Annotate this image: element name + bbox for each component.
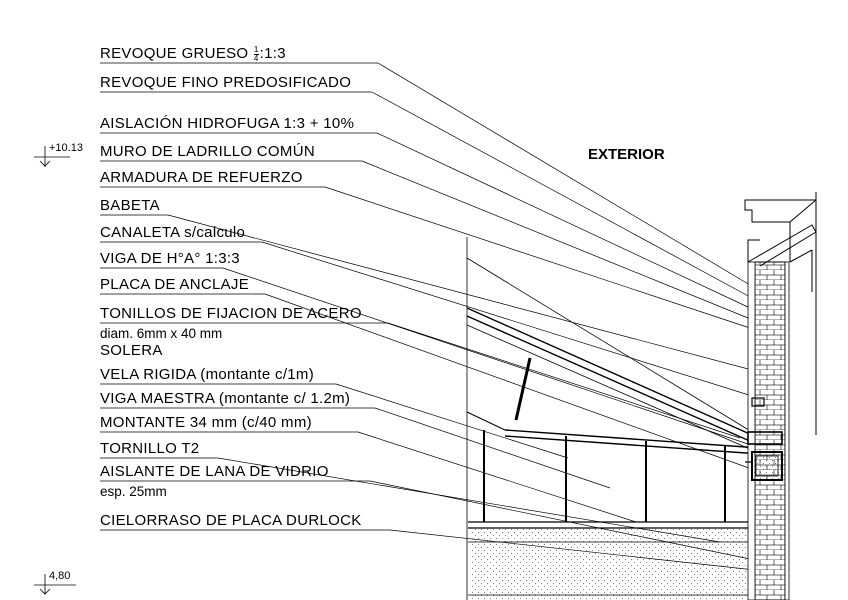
level-lower-text: 4,80 <box>49 570 71 582</box>
label-tornillos-fijacion: TONILLOS DE FIJACION DE ACERO <box>100 305 362 322</box>
ratio-fraction: 1 4 <box>253 44 259 63</box>
label-babeta: BABETA <box>100 197 160 214</box>
label-armadura-refuerzo: ARMADURA DE REFUERZO <box>100 169 303 186</box>
label-cielorraso: CIELORRASO DE PLACA DURLOCK <box>100 512 362 529</box>
label-revoque-fino: REVOQUE FINO PREDOSIFICADO <box>100 74 352 91</box>
label-viga-ha: VIGA DE H°A° 1:3:3 <box>100 250 240 267</box>
label-solera: SOLERA <box>100 342 163 359</box>
adjacent-building <box>744 192 817 435</box>
parapet-coping <box>747 224 817 292</box>
label-aislante-lana: AISLANTE DE LANA DE VIDRIO <box>100 463 329 480</box>
label-aislacion-hidrofuga: AISLACIÓN HIDROFUGA 1:3 + 10% <box>100 115 355 132</box>
label-canaleta: CANALETA s/calculo <box>100 224 246 241</box>
ceiling-fill <box>468 521 752 600</box>
label-vela-rigida: VELA RIGIDA (montante c/1m) <box>100 366 315 383</box>
roof-slope <box>466 257 753 451</box>
label-placa-anclaje: PLACA DE ANCLAJE <box>100 276 250 293</box>
level-marker-lower <box>34 574 76 595</box>
label-muro-ladrillo: MURO DE LADRILLO COMÚN <box>100 143 315 160</box>
roof-structure <box>466 357 761 522</box>
label-tornillos-diam: diam. 6mm x 40 mm <box>100 326 223 341</box>
brick-wall <box>747 261 790 600</box>
label-revoque-grueso: REVOQUE GRUESO 1 4 :1:3 <box>100 44 286 63</box>
level-upper-text: +10.13 <box>49 142 83 154</box>
leader-lines <box>100 62 761 571</box>
label-aislante-esp: esp. 25mm <box>100 484 167 499</box>
level-marker-upper <box>34 146 70 167</box>
label-tornillo-t2: TORNILLO T2 <box>100 440 200 457</box>
label-montante: MONTANTE 34 mm (c/40 mm) <box>100 414 312 431</box>
gutter-beam <box>745 397 783 481</box>
exterior-label: EXTERIOR <box>588 146 665 163</box>
label-viga-maestra: VIGA MAESTRA (montante c/ 1.2m) <box>100 390 351 407</box>
